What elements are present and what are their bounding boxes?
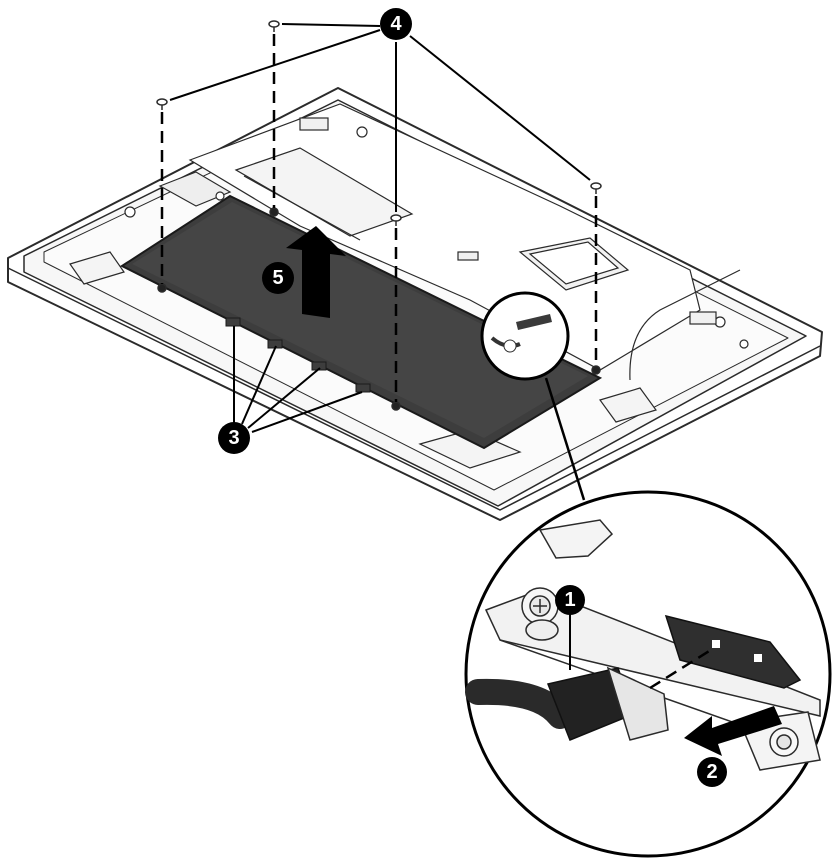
callout-5: 5 [262,262,294,294]
callout-3-number: 3 [228,427,239,449]
detail-bracket [538,519,614,559]
slide-arrow-icon [684,706,782,756]
detail-screw-icon [521,587,559,641]
screw-alignment-lines [160,34,598,402]
socket-latch [712,640,720,648]
antenna-cable [629,269,741,381]
screws [156,20,602,411]
board-screw-boss [124,206,136,218]
lift-arrow-icon [286,226,346,318]
callout-2: 2 [697,757,727,787]
screw-hole [269,207,279,217]
battery-tab [225,317,241,327]
detail-connector-contacts [606,666,669,741]
callout-2-number: 2 [706,761,717,783]
screw-hole [157,283,167,293]
battery-top-highlight [132,202,588,438]
speaker-left [69,251,125,285]
screw-icon [390,214,402,226]
callout-3-leaders [233,326,363,433]
screw-hole [591,365,601,375]
detail-alignment-line [649,646,715,690]
board-connector [689,311,717,325]
callout-4-number: 4 [390,13,402,35]
callout-4: 4 [380,8,412,40]
board-screw-boss [215,191,225,201]
callout-1: 1 [555,585,585,615]
callout-4-leaders [169,23,591,212]
connector-mini [516,314,552,330]
screw-icon [268,20,280,32]
board-screw-boss [356,126,368,138]
screw-icon [590,182,602,194]
callout-3: 3 [218,422,250,454]
battery [119,194,603,450]
board-connector [457,251,479,261]
screw-mini [503,339,517,353]
zoom-leader [544,377,586,501]
memory-slot-rail [243,175,361,241]
screw-icon [156,98,168,110]
callout-5-number: 5 [272,267,283,289]
detail-board-socket [664,614,802,689]
detail-battery-cable [465,678,573,729]
speaker-right [599,387,657,423]
screw-hole [391,401,401,411]
touchpad-bracket [418,429,522,469]
magnified-detail [464,490,832,858]
board-screw-boss [739,339,749,349]
base-front-edge [7,267,821,511]
fan-assembly [158,171,232,207]
battery-tab [355,383,371,393]
socket-latch [754,654,762,662]
connector-highlight-ring [480,291,570,381]
connector-highlight [480,291,570,381]
board-connector [299,117,329,131]
callout-1-number: 1 [564,589,575,611]
